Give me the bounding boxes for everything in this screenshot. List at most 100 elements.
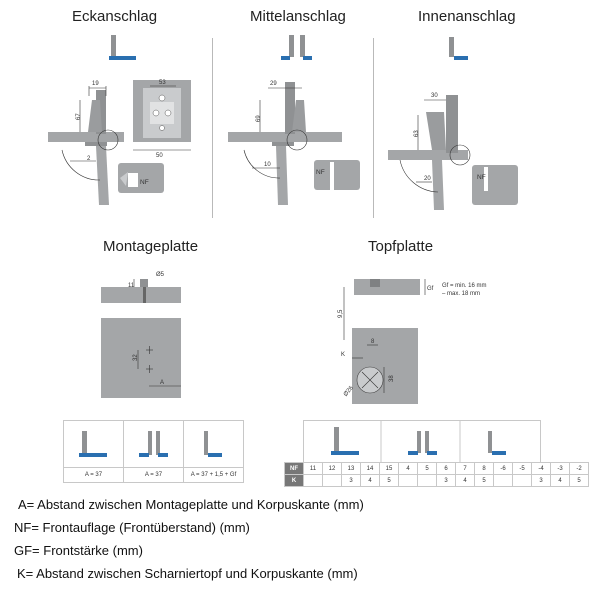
mittel-dim-29: 29: [270, 81, 277, 87]
title-mittelanschlag: Mittelanschlag: [250, 8, 346, 25]
nf-cell: -4: [531, 462, 551, 475]
k-table-icons: [303, 420, 541, 463]
k-cell: [417, 474, 437, 487]
montage-dim-32: 32: [133, 354, 139, 361]
eck-hinge-side: [48, 86, 124, 205]
k-table-nf-header: NF: [284, 462, 304, 475]
mt-value-mittel: A = 37: [123, 467, 184, 483]
k-table-nf-row: NF 11 12 13 14 15 4 5 6 7 8 -6 -5 -4 -3 …: [284, 462, 589, 475]
eck-top-view: [133, 80, 191, 151]
mounting-table: A = 37 A = 37 A = 37 + 1,5 + Gf: [63, 420, 244, 483]
k-cell: [493, 474, 513, 487]
legend-k: K= Abstand zwischen Scharniertopf und Ko…: [17, 566, 358, 581]
montage-dim-11: 11: [128, 283, 135, 289]
eck-dim-50: 50: [156, 153, 163, 159]
divider-right: [373, 38, 374, 218]
mittel-hinge-side: [228, 82, 342, 205]
title-eckanschlag: Eckanschlag: [72, 8, 158, 25]
k-table-k-header: K: [284, 474, 304, 487]
innen-nf-label: NF: [477, 174, 486, 181]
k-cell: 3: [436, 474, 456, 487]
legend-nf: NF= Frontauflage (Frontüberstand) (mm): [14, 520, 250, 535]
k-cell: [512, 474, 532, 487]
k-cell: 3: [531, 474, 551, 487]
mittel-icon: [281, 35, 312, 60]
nf-cell: -3: [550, 462, 570, 475]
k-cell: [322, 474, 342, 487]
innen-dim-30: 30: [431, 93, 438, 99]
k-cell: 4: [360, 474, 380, 487]
mittel-dim-69: 69: [256, 115, 262, 122]
mt-value-innen: A = 37 + 1,5 + Gf: [183, 467, 244, 483]
k-cell: 4: [550, 474, 570, 487]
legend-gf: GF= Frontstärke (mm): [14, 543, 143, 558]
eck-dim-2: 2: [87, 156, 91, 162]
k-cell: [398, 474, 418, 487]
mt-icon-innen: [183, 420, 244, 468]
k-cell: 5: [379, 474, 399, 487]
eck-nf-label: NF: [140, 179, 149, 186]
topf-note-2: – max. 18 mm: [442, 291, 480, 297]
k-cell: 4: [455, 474, 475, 487]
k-cell: 5: [569, 474, 589, 487]
nf-cell: 13: [341, 462, 361, 475]
nf-cell: 6: [436, 462, 456, 475]
montage-section: [101, 279, 181, 303]
mt-icon-mittel: [123, 420, 184, 468]
k-table-k-row: K 3 4 5 3 4 5 3 4 5: [284, 474, 589, 487]
mittel-nf-detail: [314, 160, 360, 190]
nf-cell: 11: [303, 462, 323, 475]
eck-dim-53: 53: [159, 80, 166, 86]
divider-left: [212, 38, 213, 218]
innen-nf-detail: [472, 165, 518, 205]
topf-dim-gf: Gf: [427, 286, 434, 292]
mt-eck-hinge-icon: [79, 431, 107, 457]
topf-dim-k: K: [341, 352, 345, 358]
mt-innen-hinge-icon: [204, 431, 222, 457]
title-montageplatte: Montageplatte: [103, 238, 199, 255]
title-topfplatte: Topfplatte: [368, 238, 434, 255]
k-cell: 3: [341, 474, 361, 487]
k-table: NF 11 12 13 14 15 4 5 6 7 8 -6 -5 -4 -3 …: [284, 462, 589, 487]
nf-cell: -6: [493, 462, 513, 475]
k-cell: 5: [474, 474, 494, 487]
nf-cell: 4: [398, 462, 418, 475]
nf-cell: -5: [512, 462, 532, 475]
mt-icon-eck: [63, 420, 124, 468]
legend-a: A= Abstand zwischen Montageplatte und Ko…: [18, 497, 364, 512]
montage-plate: [101, 318, 181, 398]
innen-dim-20: 20: [424, 176, 431, 182]
eck-icon: [109, 35, 136, 60]
eck-dim-67: 67: [76, 113, 82, 120]
k-cell: [303, 474, 323, 487]
mt-mittel-hinge-icon: [139, 431, 168, 457]
innen-icon: [449, 37, 468, 60]
innen-hinge-side: [388, 95, 471, 210]
mt-value-eck: A = 37: [63, 467, 124, 483]
innen-dim-63: 63: [414, 130, 420, 137]
nf-cell: 15: [379, 462, 399, 475]
nf-cell: 5: [417, 462, 437, 475]
nf-cell: 12: [322, 462, 342, 475]
nf-cell: 7: [455, 462, 475, 475]
topf-section: [343, 279, 426, 340]
mittel-nf-label: NF: [316, 169, 325, 176]
montage-dim-a: A: [160, 380, 164, 386]
montage-dim-d5: Ø5: [156, 272, 165, 278]
topf-plate: [352, 328, 418, 404]
mittel-dim-10: 10: [264, 162, 271, 168]
topf-dim-95: 9,5: [338, 309, 344, 318]
nf-cell: 8: [474, 462, 494, 475]
eck-nf-detail: [118, 163, 164, 193]
nf-cell: -2: [569, 462, 589, 475]
eck-dim-19: 19: [92, 81, 99, 87]
nf-cell: 14: [360, 462, 380, 475]
k-table-icon-row: [331, 421, 506, 463]
topf-dim-8: 8: [371, 339, 375, 345]
topf-dim-38: 38: [389, 375, 395, 382]
